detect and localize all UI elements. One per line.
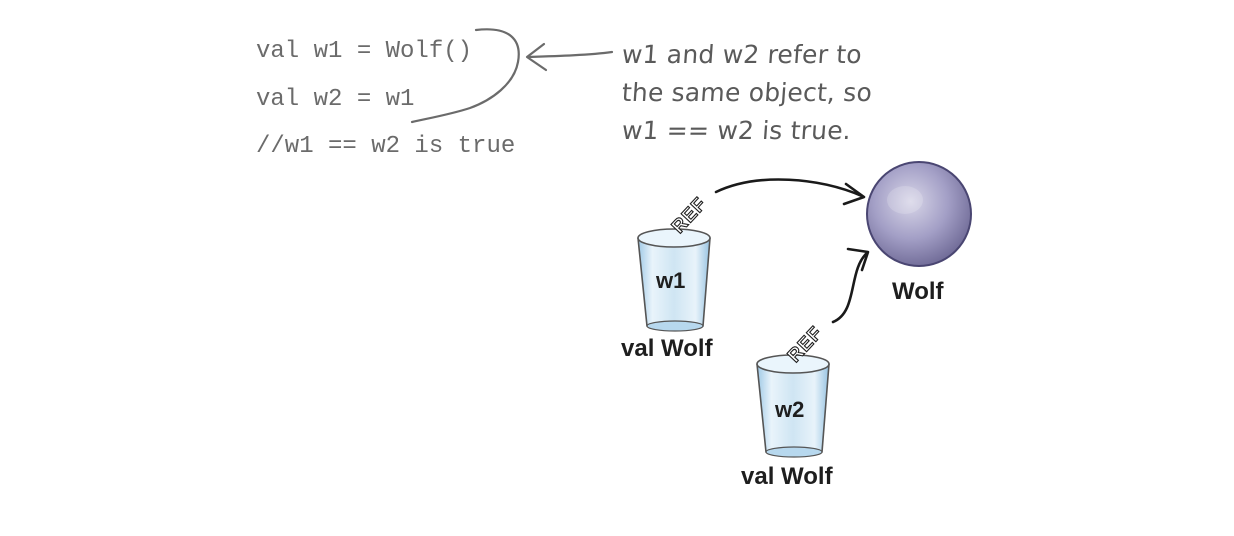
cup-w2-type-label: val Wolf — [741, 463, 833, 490]
code-line-1: val w1 = Wolf() — [256, 38, 473, 65]
wolf-object-label: Wolf — [892, 278, 944, 305]
cup-w1-icon — [637, 228, 711, 332]
cup-w2-label: w2 — [775, 397, 805, 422]
code-line-3: //w1 == w2 is true — [256, 133, 516, 160]
cup-w2-icon — [756, 354, 830, 458]
annotation-arrow — [526, 50, 614, 59]
cup-w1-type-label: val Wolf — [621, 335, 713, 362]
code-line-2: val w2 = w1 — [256, 86, 415, 113]
ref-arrow-w2 — [831, 251, 869, 324]
annotation-arrowhead — [525, 42, 548, 72]
ref-arrowhead-w2 — [846, 247, 870, 272]
ref-arrow-w1 — [714, 178, 864, 198]
cup-w1-label: w1 — [656, 268, 686, 293]
code-bracket — [410, 28, 520, 124]
ref-arrowhead-w1 — [842, 182, 866, 206]
wolf-object-sphere — [866, 161, 972, 267]
